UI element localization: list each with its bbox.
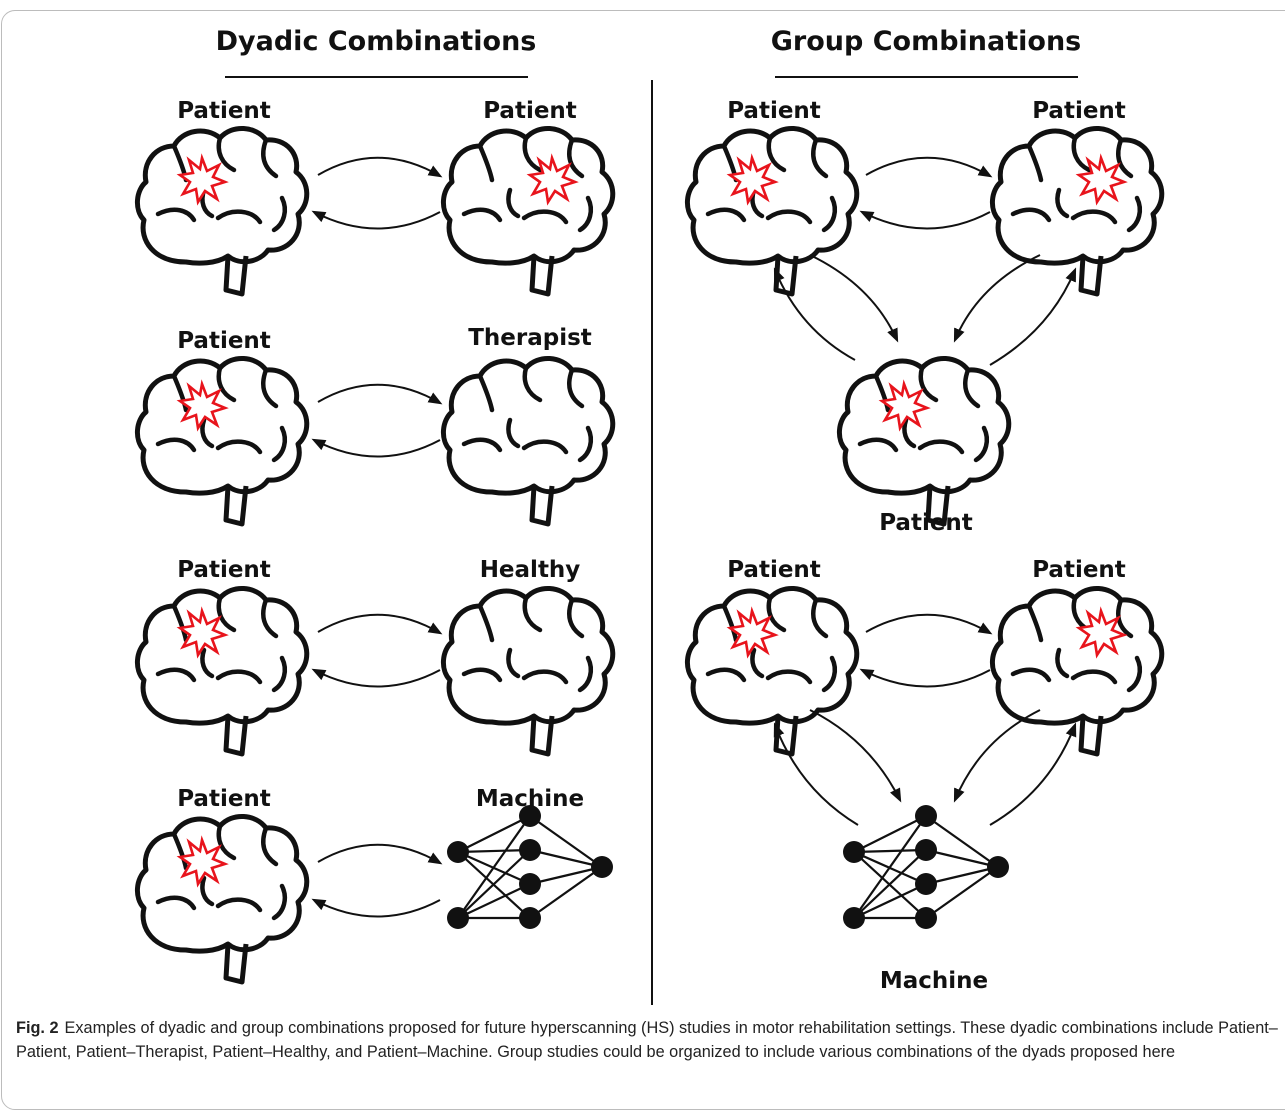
dyad-3-left-label: Patient [177,557,271,583]
bidirectional-arrow-icon [317,843,443,865]
dyad-2-right-label: Therapist [468,325,592,351]
bidirectional-arrow-icon [865,613,993,635]
group-1-top-right-label: Patient [1032,98,1126,124]
lesion-starburst-icon [178,609,227,657]
group-1-bottom-label: Patient [879,510,973,536]
dyad-1-left-label: Patient [177,98,271,124]
brain-icon [992,128,1161,294]
arrow-icon [989,267,1077,366]
dyad-row-3: Patient Healthy [137,557,612,754]
brain-icon [137,588,306,754]
arrow-icon [773,267,856,361]
dyad-row-2: Patient Therapist [137,325,612,524]
brain-icon [687,128,856,294]
dyad-row-4: Patient Machine [137,786,615,982]
arrow-icon [773,722,859,826]
bidirectional-arrow-icon [311,210,441,230]
lesion-starburst-icon [728,156,777,204]
dyadic-heading: Dyadic Combinations [216,26,537,57]
bidirectional-arrow-icon [317,613,443,635]
bidirectional-arrow-icon [317,383,443,405]
caption-text: Examples of dyadic and group combination… [16,1019,1278,1061]
brain-icon [137,128,306,294]
bidirectional-arrow-icon [865,156,993,178]
bidirectional-arrow-icon [859,210,991,230]
bidirectional-arrow-icon [311,438,441,458]
dyad-row-1: Patient Patient [137,98,612,294]
brain-icon [443,588,612,754]
brain-icon [137,358,306,524]
diagram-canvas: Dyadic Combinations Group Combinations P… [0,26,1285,1005]
arrow-icon [953,709,1041,803]
bidirectional-arrow-icon [317,156,443,178]
bidirectional-arrow-icon [311,668,441,688]
brain-icon [443,128,612,294]
brain-icon [137,816,306,982]
bidirectional-arrow-icon [311,898,441,918]
group-2-top-left-label: Patient [727,557,821,583]
group-combination-2: Patient Patient Machine [687,557,1161,994]
brain-icon [687,588,856,754]
dyad-2-left-label: Patient [177,328,271,354]
bidirectional-arrow-icon [859,668,991,688]
dyad-4-left-label: Patient [177,786,271,812]
brain-icon [839,358,1008,524]
lesion-starburst-icon [178,838,227,886]
brain-icon [443,358,612,524]
lesion-starburst-icon [1077,156,1126,204]
lesion-starburst-icon [178,156,227,204]
neural-network-icon [841,803,1011,931]
group-2-top-right-label: Patient [1032,557,1126,583]
lesion-starburst-icon [880,382,929,430]
lesion-starburst-icon [1077,609,1126,657]
lesion-starburst-icon [178,382,227,430]
arrow-icon [809,254,899,343]
arrow-icon [989,722,1077,826]
dyad-1-right-label: Patient [483,98,577,124]
dyad-3-right-label: Healthy [480,557,581,583]
group-combination-1: Patient Patient Patient [687,98,1161,536]
neural-network-icon [445,803,615,931]
brain-icon [992,588,1161,754]
arrow-icon [809,709,902,803]
group-2-bottom-label: Machine [880,968,988,994]
group-1-top-left-label: Patient [727,98,821,124]
lesion-starburst-icon [528,156,577,204]
figure-label: Fig. 2 [16,1019,59,1037]
group-heading: Group Combinations [771,26,1082,57]
lesion-starburst-icon [728,609,777,657]
arrow-icon [953,254,1041,343]
